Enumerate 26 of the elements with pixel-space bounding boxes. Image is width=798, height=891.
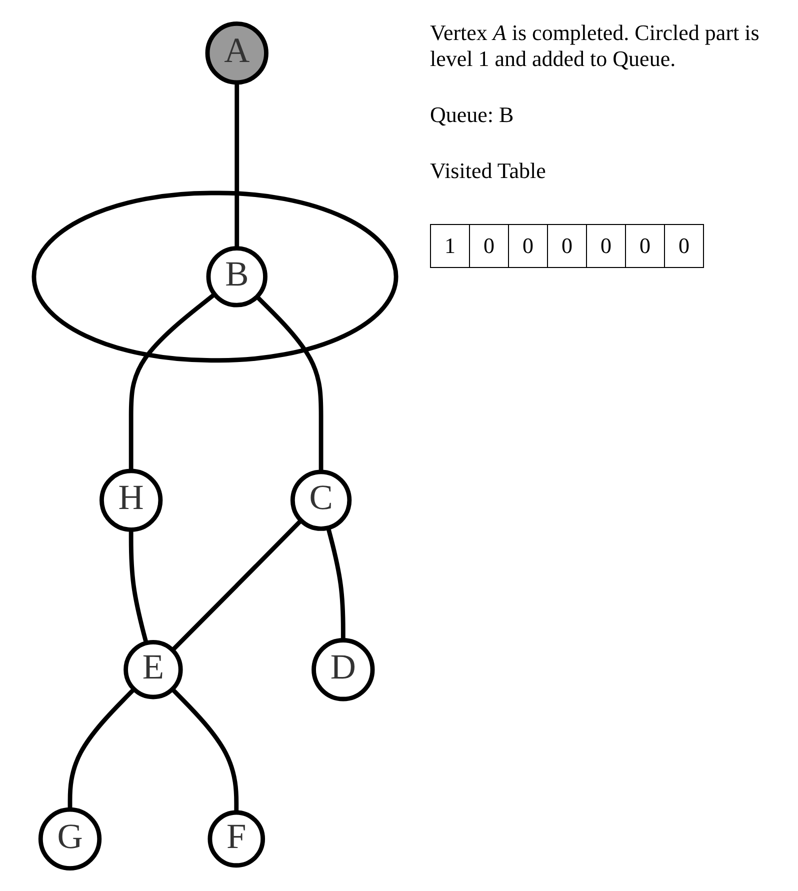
note-text: Vertex A is completed. Circled part is level 1 and added to Queue.	[430, 20, 760, 72]
table-cell: 0	[508, 224, 548, 268]
queue-text: Queue: B	[430, 102, 515, 128]
node-circle: B	[206, 246, 268, 307]
connector	[128, 292, 216, 470]
node-circle: A	[205, 20, 268, 84]
table-title: Visited Table	[430, 158, 547, 184]
connector	[68, 687, 136, 810]
node-circle: D	[312, 638, 375, 701]
node-circle: F	[208, 810, 266, 868]
table-cell: 0	[548, 224, 586, 268]
connector	[128, 529, 148, 644]
node-circle: H	[100, 468, 163, 532]
node-circle: G	[38, 806, 102, 870]
node-circle: E	[124, 640, 183, 699]
connector	[255, 294, 324, 472]
node-circle: C	[290, 469, 352, 530]
table-cell: 1	[430, 224, 470, 268]
table-cell: 0	[470, 224, 508, 268]
connector	[170, 687, 239, 812]
table-cell: 0	[664, 224, 704, 268]
table-cell: 0	[626, 224, 664, 268]
table-cell: 0	[586, 224, 626, 268]
connector	[170, 518, 303, 652]
connector	[234, 82, 240, 248]
connector	[326, 526, 346, 640]
